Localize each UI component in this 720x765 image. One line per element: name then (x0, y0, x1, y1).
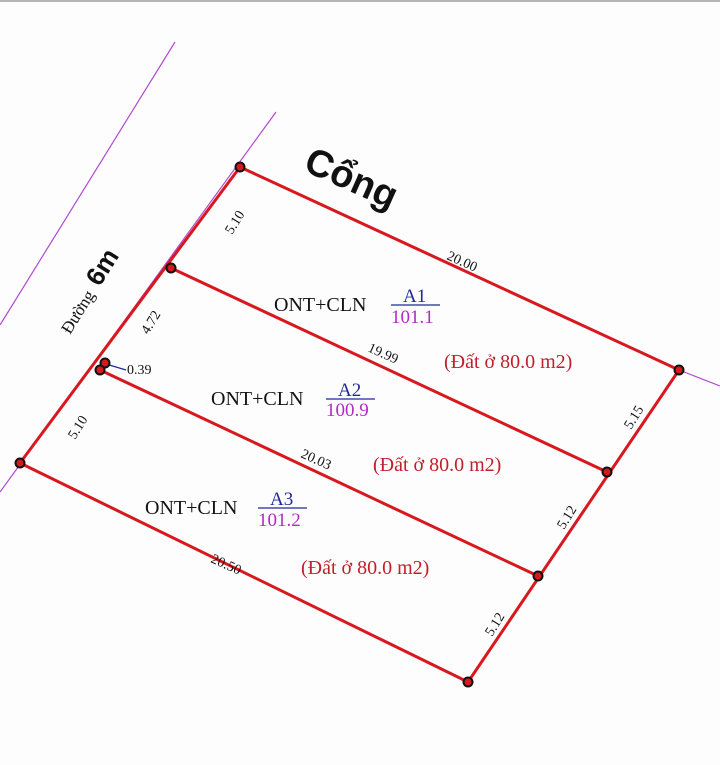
dim-a1-bottom: 19.99 (365, 341, 400, 368)
parcel-a3-id: A3 (270, 489, 293, 510)
parcel-a2-land-use: ONT+CLN (211, 388, 303, 410)
vertex-p5b (94, 364, 106, 376)
dimension-labels: 5.10 20.00 5.15 19.99 4.72 0.39 20.03 5.… (66, 208, 648, 639)
dim-a2-front: 4.72 (139, 308, 165, 337)
parcel-a1-label: ONT+CLN A1 101.1 (Đất ở 80.0 m2) (274, 286, 572, 373)
parcel-a3-residential: (Đất ở 80.0 m2) (301, 557, 429, 579)
vertex-p7 (14, 457, 26, 469)
parcel-a2-residential: (Đất ở 80.0 m2) (373, 454, 501, 476)
vertex-p8 (462, 676, 474, 688)
boundary-front (18, 165, 242, 465)
road-edge-line (0, 41, 176, 326)
road-prefix: Đường (57, 286, 99, 337)
parcel-a1-area: 101.1 (391, 307, 434, 328)
parcel-a2-label: ONT+CLN A2 100.9 (Đất ở 80.0 m2) (211, 380, 501, 476)
dim-a1-back: 5.15 (622, 403, 648, 432)
parcel-a2-id: A2 (338, 380, 361, 401)
neighbor-boundary-line (678, 369, 720, 387)
vertex-p3 (165, 262, 177, 274)
dim-a3-back: 5.12 (483, 610, 509, 639)
top-border (0, 0, 720, 2)
parcel-a3-land-use: ONT+CLN (145, 497, 237, 519)
dim-a2-offset: 0.39 (127, 363, 152, 378)
boundary-a1-a2 (169, 266, 609, 474)
dim-a2-back: 5.12 (555, 503, 581, 532)
dim-a1-top: 20.00 (444, 249, 479, 276)
vertex-markers (14, 161, 685, 688)
boundary-a2-a3 (98, 368, 540, 578)
dim-a1-front: 5.10 (223, 208, 249, 237)
boundary-a1-top (238, 165, 681, 372)
dim-a3-bottom: 20.50 (208, 552, 243, 579)
parcel-a1-id: A1 (403, 286, 426, 307)
boundary-a3-bottom (18, 461, 470, 684)
road-label: Đường 6m (57, 243, 124, 337)
gate-label: Cổng (298, 140, 404, 218)
vertex-p2 (673, 364, 685, 376)
parcel-a1-land-use: ONT+CLN (274, 294, 366, 316)
dim-a3-front: 5.10 (66, 413, 92, 442)
vertex-p4 (601, 466, 613, 478)
parcel-boundaries (18, 165, 681, 684)
parcel-a2-area: 100.9 (326, 400, 369, 421)
parcel-a3-area: 101.2 (258, 510, 301, 531)
vertex-p6 (532, 570, 544, 582)
boundary-back (466, 368, 681, 684)
road-width: 6m (79, 243, 124, 291)
parcel-a1-residential: (Đất ở 80.0 m2) (444, 351, 572, 373)
dim-a2-bottom: 20.03 (298, 447, 333, 474)
vertex-p1 (234, 161, 246, 173)
parcel-a3-label: ONT+CLN A3 101.2 (Đất ở 80.0 m2) (145, 489, 429, 579)
